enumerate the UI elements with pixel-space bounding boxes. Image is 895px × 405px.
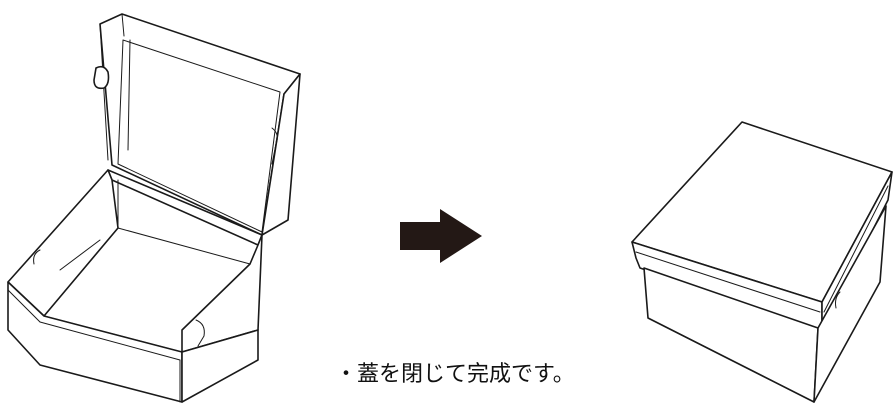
closed-box-illustration <box>631 121 893 403</box>
open-box-illustration <box>7 13 301 403</box>
right-arrow-icon <box>400 209 482 263</box>
completion-caption: ・蓋を閉じて完成です。 <box>335 362 575 387</box>
